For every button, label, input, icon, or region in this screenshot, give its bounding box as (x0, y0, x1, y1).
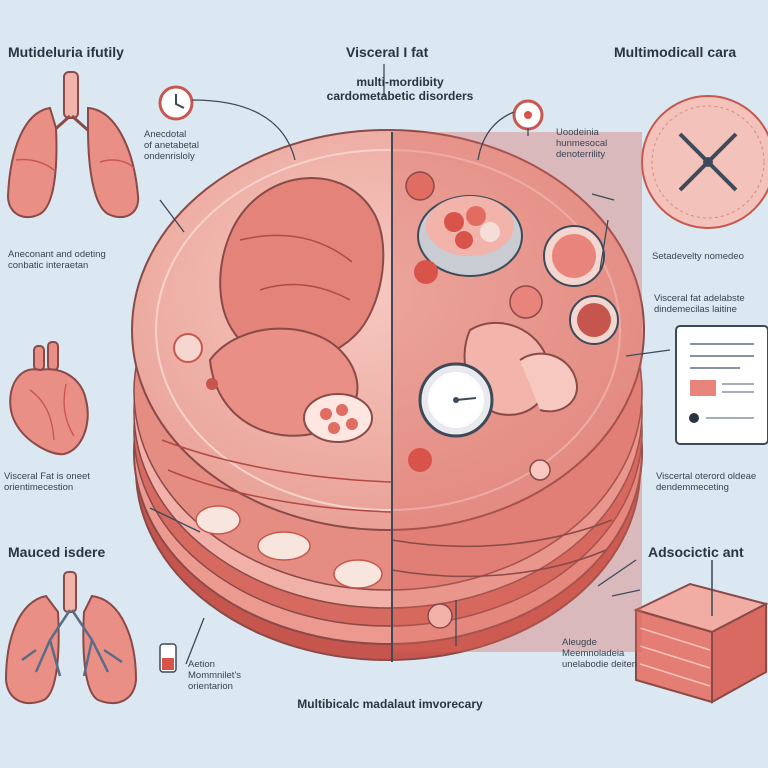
gauge-icon (418, 362, 494, 438)
center-title: multi-mordibity cardometabetic disorders (300, 75, 500, 104)
lungs-icon (6, 71, 140, 219)
heading-top-center: Visceral I fat (346, 44, 429, 60)
center-title-line2: cardometabetic disorders (326, 88, 474, 103)
heading-top-right: Multimodicall cara (614, 44, 737, 60)
connector-lines (149, 64, 671, 665)
clock-icon (158, 85, 194, 121)
lungs-bottom-note: Aneconant and odeting conbatic interaeta… (8, 249, 106, 271)
right-doc-note: Visceral fat adelabste dindemecilas lait… (654, 293, 745, 315)
tissue-block-icon (633, 560, 768, 704)
central-tissue-disc (131, 129, 645, 662)
crosshair-icon (641, 95, 768, 229)
heading-bottom-center: Multibicalc madalaut imvorecary (297, 697, 483, 711)
blood-vial-icon (159, 643, 177, 673)
heading-top-left: Mutideluria ifutily (8, 44, 124, 60)
bottom-left-note: Aetion Mommnilet's orientarion (188, 659, 242, 692)
lungs-icon (4, 571, 138, 705)
right-top-note: Uoodeinia hunmesocal denoterrility (556, 127, 608, 160)
lungs-top-note: Anecdotal of anetabetal ondenrisloly (144, 129, 199, 162)
clipboard-icon (675, 325, 768, 445)
right-bottom-note: Viscertal oterord oldeae dendemmeceting (656, 471, 757, 493)
heart-note: Visceral Fat is oneet orientimecestion (4, 471, 90, 493)
bottom-right-note: Aleugde Meemnoladeia unelabodie deiten (562, 637, 638, 670)
right-mid-note: Setadevelty nomedeo (652, 251, 744, 262)
heading-mid-left: Mauced isdere (8, 544, 106, 560)
clock-icon (512, 99, 544, 131)
center-title-line1: multi-mordibity (356, 75, 444, 89)
heading-mid-right: Adsocictic ant (648, 544, 744, 560)
heart-icon (9, 341, 89, 456)
